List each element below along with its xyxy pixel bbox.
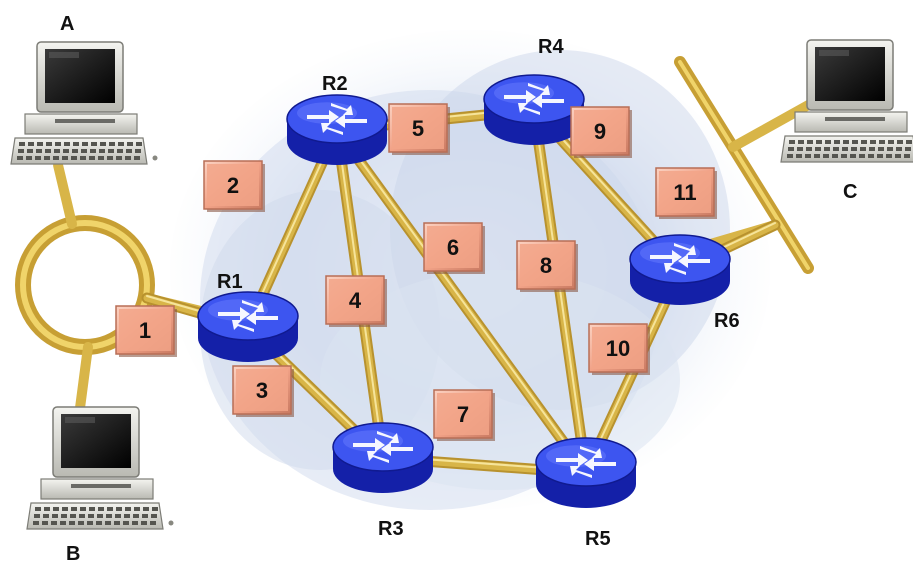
- router-r2: [286, 94, 388, 165]
- link-label-box-6: 6: [423, 222, 485, 274]
- router-arrows-icon: [556, 446, 616, 478]
- link-labels-layer: 1 2 3 4 5 6 7 8 9 10 11: [115, 103, 717, 441]
- computer-b-icon: [26, 406, 174, 530]
- link-label-9: 9: [594, 119, 606, 144]
- link-label-box-7: 7: [433, 389, 495, 441]
- router-arrows-icon: [650, 243, 710, 275]
- node-labels: A B C R1 R2 R3 R4 R5 R6: [60, 13, 857, 563]
- computer-label-b: B: [66, 543, 80, 563]
- link-label-box-10: 10: [588, 323, 650, 375]
- link-label-8: 8: [540, 253, 552, 278]
- link-label-10: 10: [606, 336, 630, 361]
- computer-c-icon: [780, 39, 913, 163]
- router-r5: [535, 437, 637, 508]
- router-label-r5: R5: [585, 528, 611, 550]
- router-arrows-icon: [353, 431, 413, 463]
- link-6-fill: [333, 126, 590, 477]
- link-label-6: 6: [447, 235, 459, 260]
- link-label-5: 5: [412, 116, 424, 141]
- computer-a-icon: [10, 41, 158, 165]
- router-r1: [197, 291, 299, 362]
- computer-label-a: A: [60, 13, 74, 35]
- router-label-r4: R4: [538, 36, 564, 58]
- link-label-box-5: 5: [388, 103, 450, 155]
- link-label-11: 11: [673, 180, 696, 205]
- link-label-7: 7: [457, 402, 469, 427]
- computer-label-c: C: [843, 181, 857, 203]
- link-label-box-3: 3: [232, 365, 294, 417]
- router-arrows-icon: [307, 103, 367, 135]
- link-label-1: 1: [139, 318, 151, 343]
- router-r3: [332, 422, 434, 493]
- router-r6: [629, 234, 731, 305]
- router-arrows-icon: [504, 83, 564, 115]
- computers-layer: [10, 39, 913, 530]
- link-label-box-1: 1: [115, 305, 177, 357]
- routers-layer: [197, 74, 731, 508]
- router-label-r2: R2: [322, 73, 348, 95]
- link-label-box-11: 11: [655, 167, 717, 219]
- router-r4: [483, 74, 585, 145]
- router-label-r6: R6: [714, 310, 740, 332]
- link-label-4: 4: [349, 288, 362, 313]
- router-arrows-icon: [218, 300, 278, 332]
- link-6-highlight: [336, 127, 587, 472]
- link-label-box-2: 2: [203, 160, 265, 212]
- link-label-2: 2: [227, 173, 239, 198]
- link-label-box-8: 8: [516, 240, 578, 292]
- router-label-r1: R1: [217, 271, 243, 293]
- link-label-3: 3: [256, 378, 268, 403]
- link-label-box-9: 9: [570, 106, 632, 158]
- router-label-r3: R3: [378, 518, 404, 540]
- link-label-box-4: 4: [325, 275, 387, 327]
